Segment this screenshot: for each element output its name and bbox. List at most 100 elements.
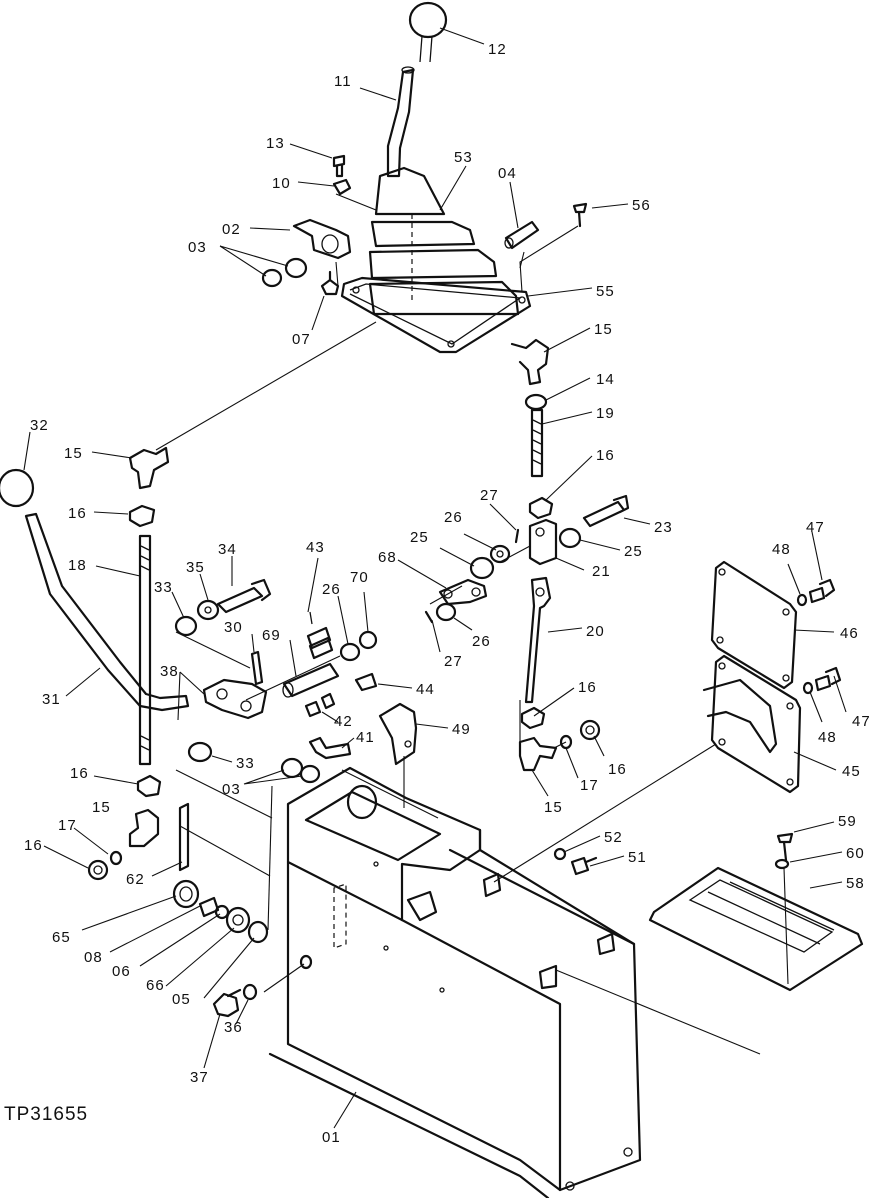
bushing-03c [280,757,304,779]
bushing-03b [284,257,308,279]
callout-labels: 12 11 13 10 53 04 56 02 03 55 07 15 14 1… [24,41,870,1146]
bolt-44 [354,672,378,692]
callout-65: 65 [52,929,71,946]
callout-12: 12 [488,41,507,58]
bolt-34 [216,578,272,614]
callout-10: 10 [272,175,291,192]
callout-20: 20 [586,623,605,640]
bushing-03d [299,764,321,784]
callout-51: 51 [628,849,647,866]
nut-16c [579,719,601,741]
washer-26b [339,642,361,662]
callout-62: 62 [126,871,145,888]
link-68 [438,578,488,606]
nut-14 [524,393,548,411]
callout-33-low: 33 [236,755,255,772]
callout-26-top: 26 [444,509,463,526]
shaft-69 [282,662,340,698]
callout-04: 04 [498,165,517,182]
bushing-25a [558,527,582,549]
screw-59 [776,832,794,862]
callout-07: 07 [292,331,311,348]
callout-60: 60 [846,845,865,862]
plate-58 [648,866,864,992]
callout-14: 14 [596,371,615,388]
callout-27-top: 27 [480,487,499,504]
callout-11: 11 [334,73,352,90]
callout-33-top: 33 [154,579,173,596]
callout-16-right: 16 [596,447,615,464]
bushing-03a [261,268,283,288]
callout-52: 52 [604,829,623,846]
bracket-02 [292,218,352,260]
seal-66 [225,906,251,934]
clevis-38 [202,678,268,720]
boot-53 [374,166,446,216]
pin-30 [250,650,264,686]
pin-27b [424,610,434,624]
leader-lines [23,27,847,1129]
callout-25-right: 25 [624,543,643,560]
callout-41: 41 [356,729,375,746]
callout-56: 56 [632,197,651,214]
rod-end-15a [510,338,550,386]
bolt-41 [308,736,352,760]
nut-16d [128,504,156,528]
cover-45 [710,654,802,794]
callout-26-right: 26 [472,633,491,650]
spring-08 [198,896,220,918]
callout-31: 31 [42,691,61,708]
bushing-33b [187,741,213,763]
screw-56 [572,202,588,228]
callout-66: 66 [146,977,165,994]
rod-18 [138,534,152,766]
callout-47-top: 47 [806,519,825,536]
lever-11 [386,68,415,178]
callout-26-mid: 26 [322,581,341,598]
washer-60 [774,858,790,870]
callout-30: 30 [224,619,243,636]
bolt-13 [332,154,346,178]
callout-35: 35 [186,559,205,576]
callout-03-top: 03 [188,239,207,256]
callout-27-mid: 27 [444,653,463,670]
washer-48a [796,593,808,607]
callout-68: 68 [378,549,397,566]
callout-46: 46 [840,625,859,642]
rod-20 [524,576,552,704]
callout-16-far-left: 16 [24,837,43,854]
callout-70: 70 [350,569,369,586]
nut-16f [87,859,109,881]
callout-15-low-left: 15 [92,799,111,816]
lockwasher-17a [109,850,123,866]
callout-59: 59 [838,813,857,830]
bushing-25b [469,556,495,580]
rod-19 [530,408,544,478]
callout-53: 53 [454,149,473,166]
nut-10 [332,178,352,196]
callout-01: 01 [322,1129,341,1146]
spring-43 [306,626,334,660]
fitting-07 [320,270,340,296]
upper-shift-lever-assembly [261,1,588,354]
washer-36 [242,983,258,1001]
callout-21: 21 [592,563,611,580]
rod-end-15c [128,446,170,490]
bolt-37 [212,992,240,1018]
callout-15-top: 15 [594,321,613,338]
ring-05 [247,920,269,944]
callout-18: 18 [68,557,87,574]
callout-32: 32 [30,417,49,434]
pin-04 [504,220,540,250]
bolt-51 [570,856,598,876]
washer-48b [802,681,814,695]
block-21 [528,518,558,566]
callout-02: 02 [222,221,241,238]
callout-15-left: 15 [64,445,83,462]
knob-32 [0,468,35,508]
bolt-47b [814,666,842,692]
washer-35 [196,599,220,621]
callout-16-low-left: 16 [70,765,89,782]
callout-42: 42 [334,713,353,730]
callout-06: 06 [112,963,131,980]
